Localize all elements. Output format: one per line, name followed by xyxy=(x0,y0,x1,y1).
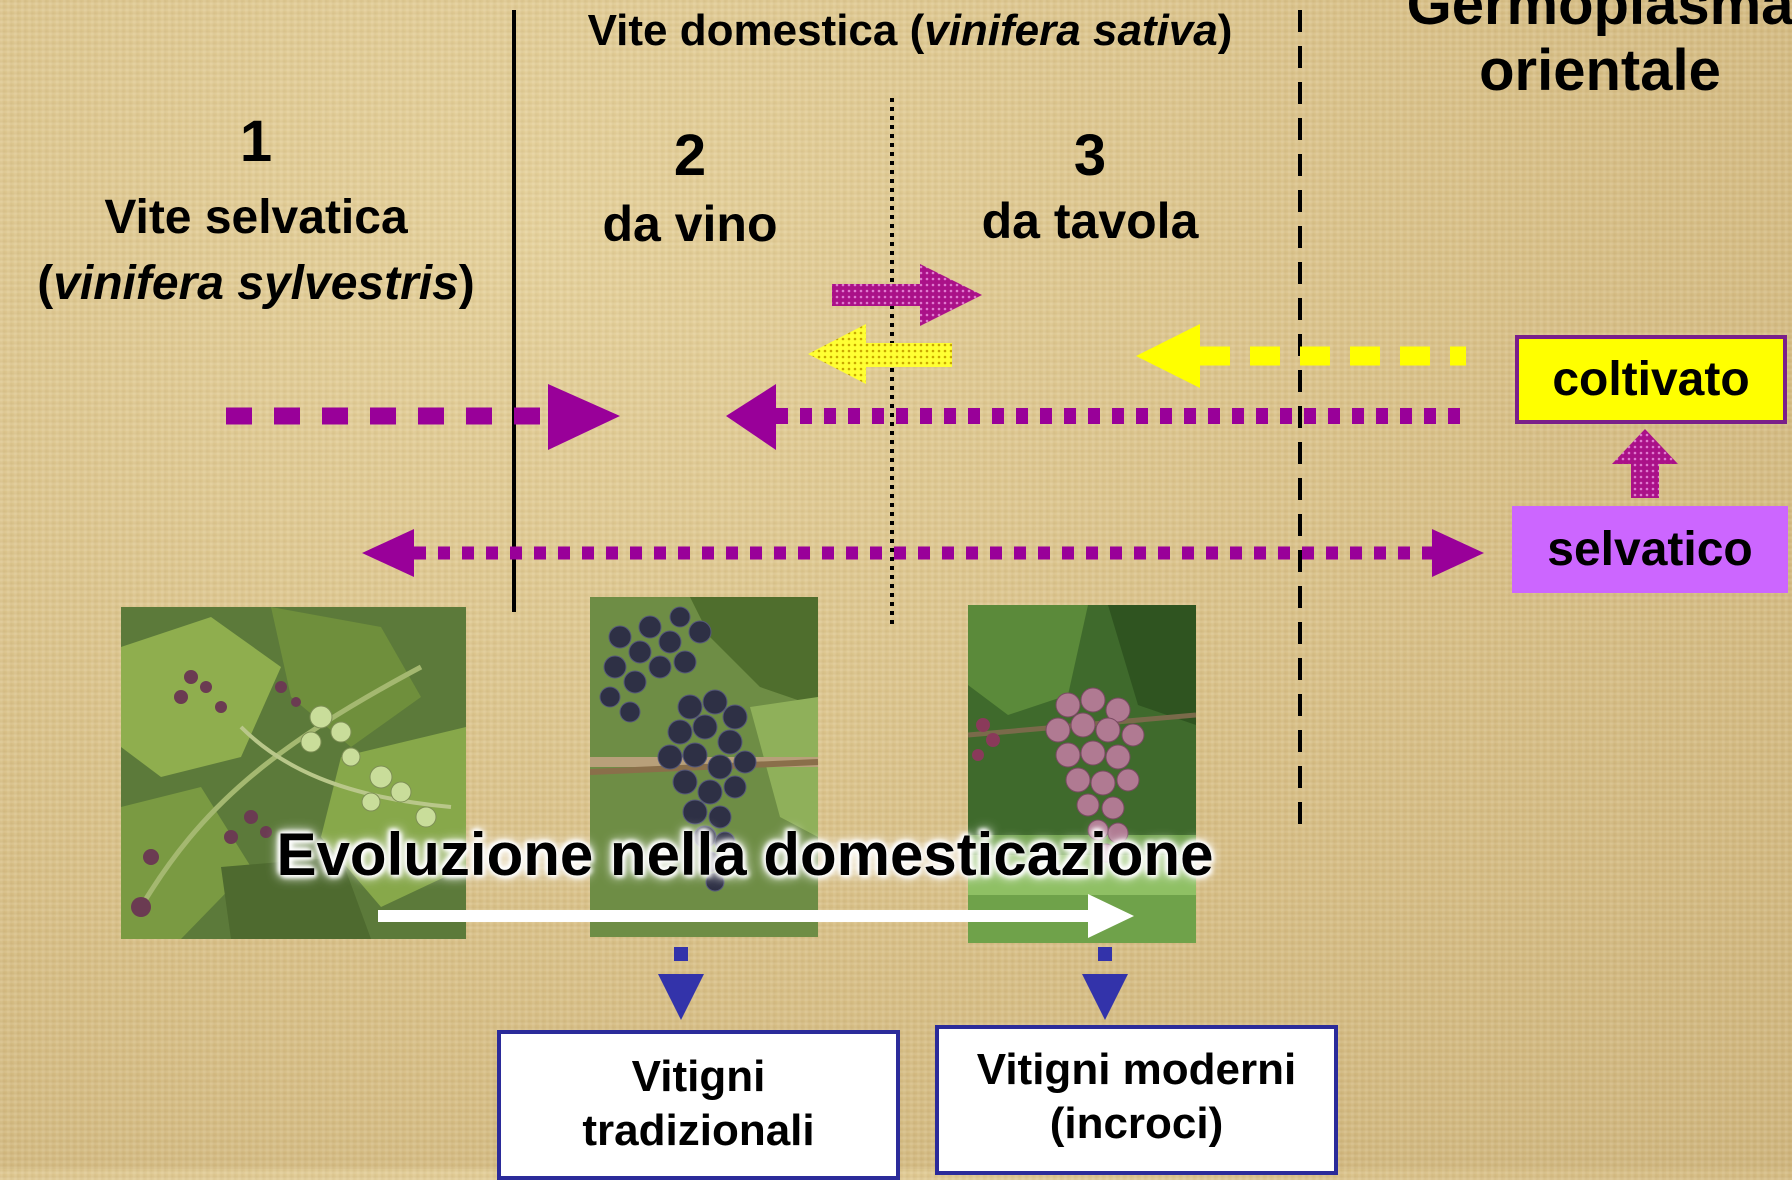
domestic-heading-prefix: Vite domestica ( xyxy=(587,6,925,55)
purple-up-arrow-wild-to-cultivated xyxy=(1612,429,1678,498)
evolution-label: Evoluzione nella domesticazione xyxy=(276,821,1214,888)
domestic-vine-heading: Vite domestica (vinifera sativa) xyxy=(460,6,1360,56)
domestic-heading-suffix: ) xyxy=(1217,6,1233,55)
yellow-arrow-table-to-wine xyxy=(808,324,952,384)
purple-double-arrow-wild xyxy=(362,529,1484,577)
domestic-heading-italic: vinifera sativa xyxy=(924,6,1218,55)
purple-arrow-cultivated-to-wine xyxy=(726,384,1466,450)
blue-arrow-to-traditional xyxy=(658,947,704,1020)
column-2-number: 2 xyxy=(673,123,707,188)
wine-grape-photo xyxy=(590,597,818,937)
modern-line2: (incroci) xyxy=(1049,1099,1224,1148)
purple-arrow-wild-to-wine xyxy=(226,384,620,450)
column-3-title: da tavola xyxy=(981,193,1199,249)
wild-grape-photo xyxy=(121,607,466,939)
column-1-label: Vite selvatica (vinifera sylvestris) xyxy=(0,185,512,317)
yellow-arrow-cultivated xyxy=(1136,324,1466,388)
column-2-title: da vino xyxy=(602,196,778,252)
column-1-sub-suffix: ) xyxy=(458,257,475,310)
column-1-number: 1 xyxy=(239,109,273,174)
modern-line1: Vitigni moderni xyxy=(976,1045,1297,1094)
cultivated-tag: coltivato xyxy=(1515,335,1787,424)
column-1-sub-prefix: ( xyxy=(37,257,54,310)
table-grape-photo xyxy=(968,605,1196,943)
column-3-number: 3 xyxy=(1073,123,1107,188)
wild-tag: selvatico xyxy=(1512,506,1788,593)
evolution-white-arrow xyxy=(378,894,1134,938)
traditional-line1: Vitigni xyxy=(631,1052,766,1101)
oriental-heading-line2: orientale xyxy=(1479,38,1721,103)
traditional-varieties-box: Vitigni tradizionali xyxy=(497,1030,900,1180)
column-1-subtitle: (vinifera sylvestris) xyxy=(0,251,512,317)
column-1-sub-italic: vinifera sylvestris xyxy=(53,257,459,310)
column-1-title: Vite selvatica xyxy=(104,191,408,244)
oriental-heading-line1: Germoplasma xyxy=(1406,0,1792,37)
purple-arrow-wine-to-table xyxy=(832,264,982,326)
traditional-line2: tradizionali xyxy=(582,1106,815,1155)
blue-arrow-to-modern xyxy=(1082,947,1128,1020)
oriental-germplasm-heading: Germoplasma orientale xyxy=(1320,0,1792,104)
